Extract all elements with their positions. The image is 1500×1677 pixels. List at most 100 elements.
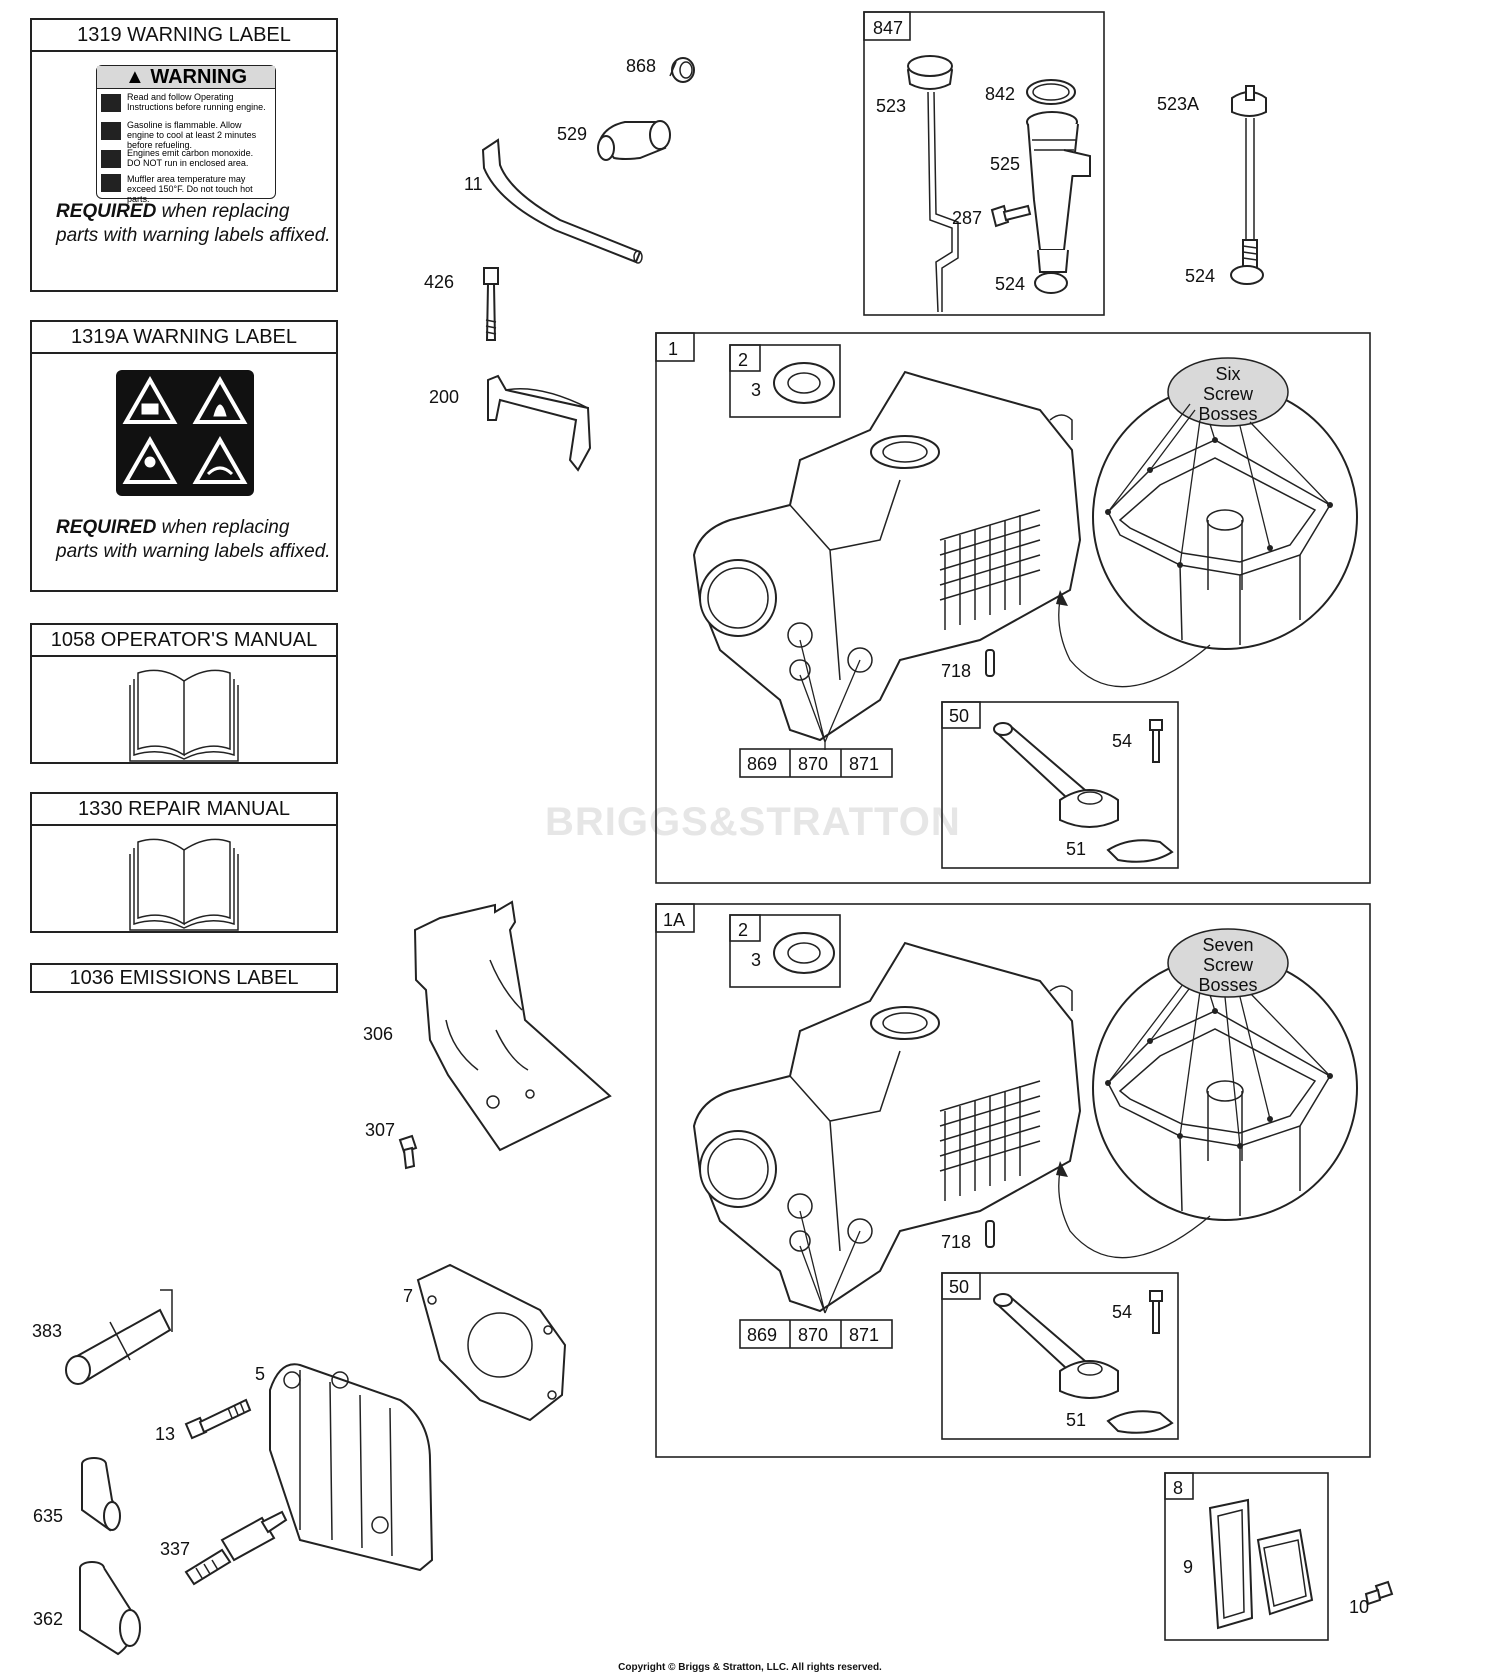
plug-table: [739, 748, 893, 778]
bearing-icon: [773, 932, 835, 974]
breather-tube-icon: [993, 1290, 1174, 1434]
part-383-plug-wrench: [65, 1289, 173, 1385]
part-number: 718: [941, 661, 971, 681]
part-number: 7: [403, 1286, 413, 1306]
kit-number: 1A: [663, 910, 685, 930]
part-number: 13: [155, 1424, 175, 1444]
kit-number: 847: [873, 18, 903, 38]
part-524-oring: [1034, 272, 1068, 294]
part-number: 5: [255, 1364, 265, 1384]
label-box-1330: 1330 REPAIR MANUAL: [30, 792, 338, 933]
part-number: 3: [751, 380, 761, 400]
part-9-valve-cover-gasket: [1208, 1498, 1254, 1630]
part-number: 523A: [1157, 94, 1199, 114]
required-note: REQUIRED when replacing parts with warni…: [56, 516, 336, 564]
manual-icon: [101, 94, 121, 112]
kit-box-tab: [863, 11, 911, 41]
part-number: 870: [798, 754, 828, 774]
book-icon: [129, 669, 239, 762]
required-note: REQUIRED when replacing parts with warni…: [56, 200, 336, 248]
breather-box: [941, 1272, 1179, 1440]
kit-box-tab: [941, 1272, 981, 1300]
callout-bubble: [1167, 357, 1289, 427]
label-title: 1330 REPAIR MANUAL: [32, 794, 336, 826]
required-bold: REQUIRED: [56, 517, 157, 538]
warning-line: Read and follow Operating Instructions b…: [127, 92, 266, 112]
kit-box-tab: [1164, 1472, 1194, 1500]
callout-text: Seven: [1202, 935, 1253, 955]
fumes-icon: [101, 150, 121, 168]
bearing-box: [729, 914, 841, 988]
kit-number: 50: [949, 1277, 969, 1297]
kit-box-847: [863, 11, 1105, 316]
part-number: 523: [876, 96, 906, 116]
kit-number: 8: [1173, 1478, 1183, 1498]
kit-number: 2: [738, 350, 748, 370]
kit-number: 1: [668, 339, 678, 359]
callout-text: Screw: [1203, 955, 1254, 975]
kit-box-8: [1164, 1472, 1329, 1641]
hot-surface-icon: [101, 174, 121, 192]
valve-cover-icon: [1256, 1528, 1314, 1616]
part-number: 871: [849, 1325, 879, 1345]
brand-watermark: BRIGGS&STRATTON: [545, 800, 961, 844]
required-text: when replacing parts with warning labels…: [56, 517, 331, 562]
bearing-icon: [773, 362, 835, 404]
part-number: 383: [32, 1321, 62, 1341]
part-306-heat-shield: [413, 900, 612, 1152]
warning-icons-sticker: [116, 370, 254, 496]
part-number: 3: [751, 950, 761, 970]
dowel-pin-icon: [985, 649, 995, 677]
breather-screw-icon: [1149, 719, 1163, 763]
warning-triangle-icon: ▲: [124, 66, 145, 88]
kit-box-tab: [729, 344, 761, 372]
part-426-bolt: [483, 267, 499, 341]
label-box-1036: 1036 EMISSIONS LABEL: [30, 963, 338, 993]
plug-table: [739, 1319, 893, 1349]
callout-text: Screw: [1203, 384, 1254, 404]
copyright-notice: Copyright © Briggs & Stratton, LLC. All …: [618, 1662, 882, 1673]
part-200-bracket: [487, 374, 592, 472]
label-title: 1319A WARNING LABEL: [32, 322, 336, 354]
label-box-1319a: 1319A WARNING LABEL REQUIRED when replac…: [30, 320, 338, 592]
part-number: 9: [1183, 1557, 1193, 1577]
part-525-dipstick-tube: [1026, 111, 1091, 273]
callout-text: Bosses: [1198, 404, 1257, 424]
warning-line: Gasoline is flammable. Allow engine to c…: [127, 120, 257, 150]
part-number: 871: [849, 754, 879, 774]
cylinder-block-1a: [692, 941, 1082, 1314]
warning-sticker: ▲ WARNING Read and follow Operating Inst…: [96, 65, 276, 204]
part-number: 54: [1112, 731, 1132, 751]
book-icon: [129, 838, 239, 931]
part-number: 870: [798, 1325, 828, 1345]
label-title: 1036 EMISSIONS LABEL: [69, 967, 299, 989]
breather-tube-icon: [993, 722, 1119, 828]
hazard-triangles-icon: [122, 375, 248, 484]
part-635-spark-plug-boot: [81, 1457, 121, 1532]
label-box-1319: 1319 WARNING LABEL ▲ WARNING Read and fo…: [30, 18, 338, 292]
part-11-breather-tube: [481, 138, 643, 264]
label-title: 1319 WARNING LABEL: [32, 20, 336, 52]
oil-pan-detail: [1056, 974, 1333, 1259]
part-number: 306: [363, 1024, 393, 1044]
label-box-1058: 1058 OPERATOR'S MANUAL: [30, 623, 338, 764]
part-number: 869: [747, 1325, 777, 1345]
part-337-spark-plug: [184, 1510, 288, 1586]
part-number: 524: [995, 274, 1025, 294]
part-number: 287: [952, 208, 982, 228]
dowel-pin-icon: [985, 1220, 995, 1248]
part-287-screw: [990, 204, 1032, 228]
kit-box-block-1a: [655, 903, 1371, 1458]
kit-box-tab: [729, 914, 761, 942]
part-10-screw: [1364, 1580, 1394, 1606]
part-number: 51: [1066, 839, 1086, 859]
kit-box-tab: [655, 903, 695, 933]
warning-header: WARNING: [150, 66, 248, 88]
part-number: 362: [33, 1609, 63, 1629]
required-text: when replacing parts with warning labels…: [56, 201, 331, 246]
part-number: 529: [557, 124, 587, 144]
part-number: 10: [1349, 1597, 1369, 1617]
part-868-grommet: [669, 57, 695, 83]
label-title: 1058 OPERATOR'S MANUAL: [32, 625, 336, 657]
